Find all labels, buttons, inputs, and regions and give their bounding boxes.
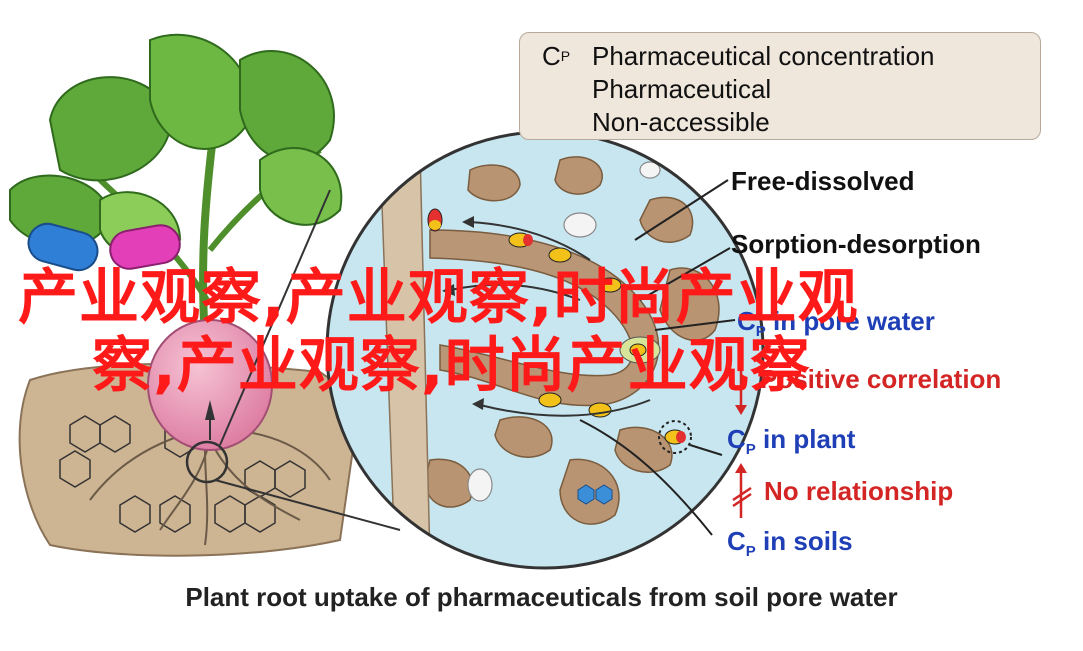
legend-label: Pharmaceutical bbox=[592, 73, 772, 104]
soil-particles bbox=[424, 156, 720, 525]
legend-label: Non-accessible bbox=[592, 106, 770, 137]
watermark-line-2: 察,产业观察,时尚产业观察 bbox=[92, 331, 811, 401]
callout-lines bbox=[579, 179, 736, 536]
sorbed-molecules bbox=[577, 484, 613, 505]
relation-arrows bbox=[732, 352, 752, 518]
caption: Plant root uptake of pharmaceuticals fro… bbox=[185, 582, 898, 612]
root-bulb bbox=[147, 319, 273, 451]
chemical-structures bbox=[59, 415, 306, 533]
capsules bbox=[27, 222, 181, 272]
label-sorption-desorption: Sorption-desorption bbox=[731, 229, 981, 259]
legend-row-non-accessible: Non-accessible bbox=[520, 105, 770, 139]
label-free-dissolved: Free-dissolved bbox=[731, 166, 915, 196]
legend-label: Pharmaceutical concentration bbox=[592, 40, 935, 71]
label-cp-plant: CP in plant bbox=[727, 424, 856, 459]
leaves bbox=[9, 33, 343, 259]
label-positive-correlation: Positive correlation bbox=[760, 364, 1002, 394]
pharmaceutical-pills-in-circle bbox=[427, 208, 661, 418]
label-cp-soils: CP in soils bbox=[727, 526, 853, 561]
watermark-line-1: 产业观察,产业观察,时尚产业观 bbox=[18, 263, 859, 333]
magnifier-small bbox=[185, 440, 229, 484]
legend-row-pharmaceutical: Pharmaceutical bbox=[520, 72, 771, 106]
label-no-relationship: No relationship bbox=[764, 476, 954, 506]
label-cp-pore-water: CP in pore water bbox=[737, 306, 935, 341]
flow-arrows bbox=[449, 221, 651, 417]
non-accessible-particles bbox=[467, 161, 661, 502]
